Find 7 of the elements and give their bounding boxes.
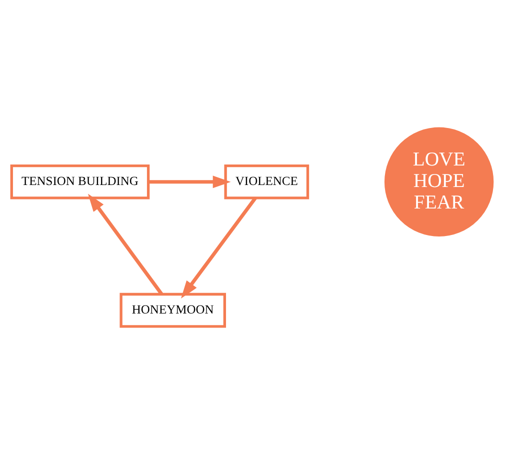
arrow: [88, 194, 164, 296]
node-circle: LOVE HOPE FEAR: [384, 127, 494, 236]
arrow: [148, 176, 231, 188]
node-box: HONEYMOON: [120, 292, 226, 328]
node-box: TENSION BUILDING: [10, 164, 150, 200]
node-box: VIOLENCE: [224, 164, 310, 200]
arrow: [181, 197, 257, 298]
